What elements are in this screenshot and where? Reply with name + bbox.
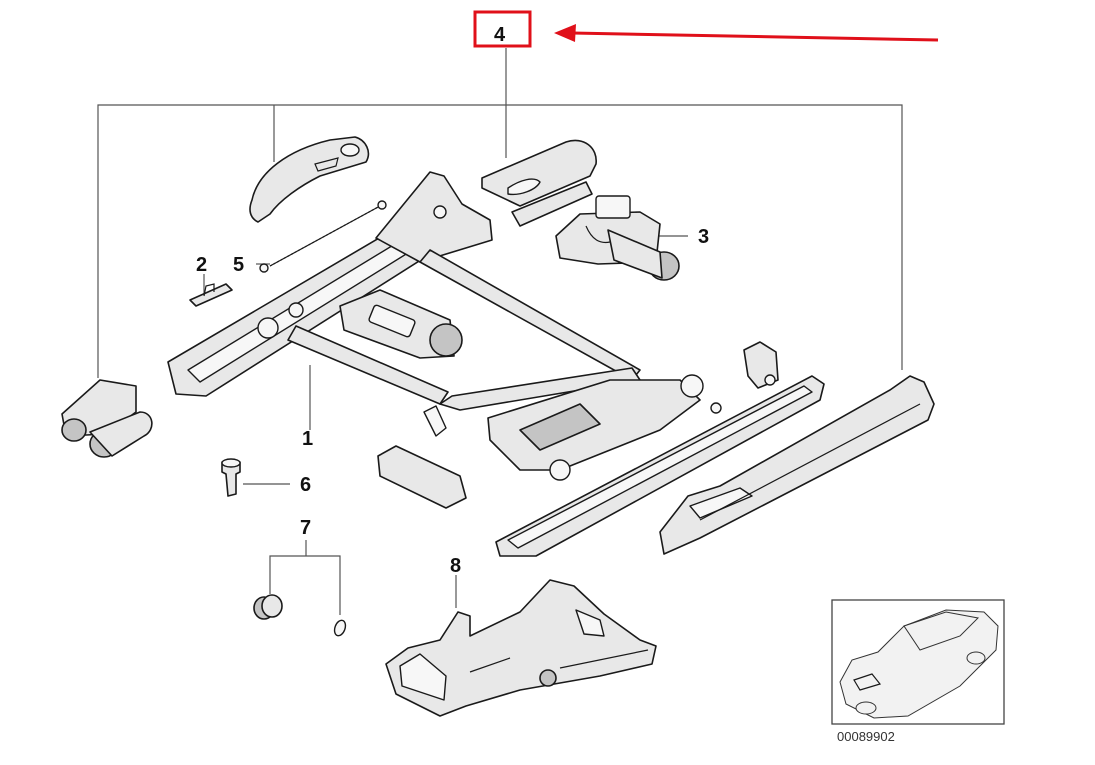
callout-1: 1 [302,428,313,450]
part-seat-frame [167,171,825,557]
callout-4: 4 [494,24,506,46]
callout-labels: 4 3 2 5 1 6 7 8 00089902 [196,24,895,744]
callout-7: 7 [300,517,311,539]
callout-3: 3 [698,226,709,248]
part-cover-4-right [481,139,597,227]
callout-6: 6 [300,474,311,496]
callout-8: 8 [450,555,461,577]
callout-2: 2 [196,254,207,276]
part-side-trim-cover [385,579,657,717]
part-rail-trim-right [659,375,935,555]
callout-5: 5 [233,254,244,276]
leader-lines [97,48,903,615]
part-bolt [221,458,241,497]
part-grommet-ring [253,594,347,637]
part-end-cap-left [61,379,153,458]
reference-number: 00089902 [837,729,895,744]
part-spring [259,200,387,273]
part-motor [555,195,680,281]
part-seat-cover-top [249,136,370,223]
inset-car-thumbnail [831,599,1005,725]
callout-4-highlight [473,10,939,48]
part-clip [189,283,233,307]
